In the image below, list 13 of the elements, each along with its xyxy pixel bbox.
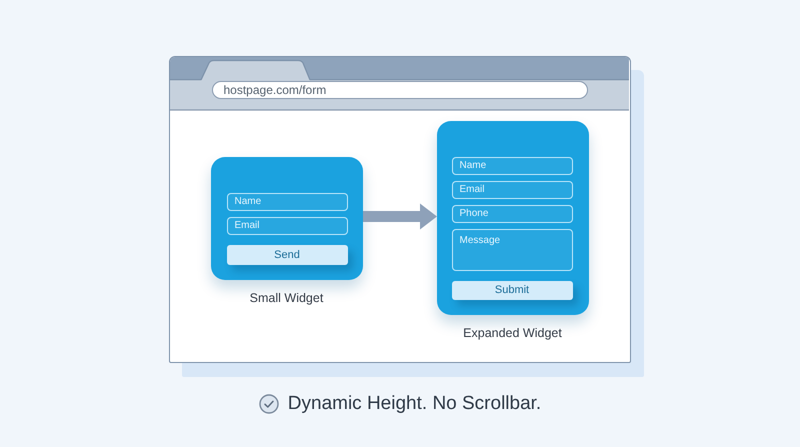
form-button: Submit <box>452 280 572 300</box>
input-field: Phone <box>452 204 572 222</box>
form-button: Send <box>226 244 348 264</box>
input-field: Name <box>226 192 348 210</box>
input-field: Email <box>226 216 348 234</box>
input-field: Message <box>452 228 572 270</box>
input-field: Name <box>452 156 572 174</box>
input-field: Email <box>452 180 572 198</box>
caption-text: Dynamic Height. No Scrollbar. <box>288 393 542 415</box>
widget-caption: Expanded Widget <box>463 326 562 340</box>
address-bar: hostpage.com/form <box>212 80 588 98</box>
widget-caption: Small Widget <box>250 290 324 304</box>
arrow <box>363 204 437 230</box>
